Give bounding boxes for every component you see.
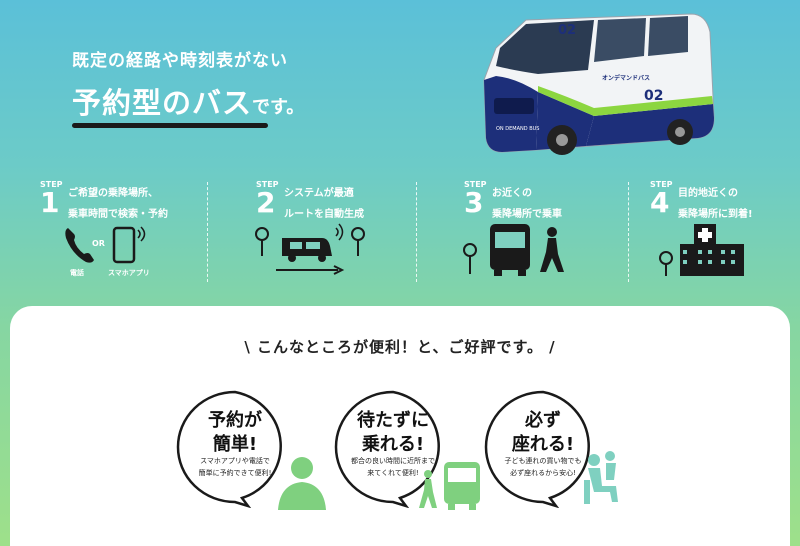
step-text-2: ルートを自動生成 <box>284 209 364 220</box>
speech-bubble <box>334 390 440 508</box>
feature-sub-1: スマホアプリや電話で <box>200 457 270 465</box>
hero-suffix: です。 <box>252 97 305 118</box>
step-divider <box>416 182 417 282</box>
step-divider <box>207 182 208 282</box>
bus-side-number: 02 <box>644 88 663 104</box>
phone-label: 電話 <box>70 269 84 277</box>
step-2: STEP 2 システムが最適 ルートを自動生成 <box>256 180 446 290</box>
speech-bubble <box>484 390 590 508</box>
features-panel: \ こんなところが便利！と、ご好評です。 / 予約が 簡単! スマホアプリや電話… <box>10 306 790 546</box>
feature-heading-2: 乗れる! <box>361 434 425 455</box>
step-number: 4 <box>650 186 670 219</box>
hero-underline <box>72 123 268 128</box>
step-3: STEP 3 お近くの 乗降場所で乗車 <box>464 180 654 290</box>
step-label: STEP <box>256 180 279 189</box>
feature-easy-reservation: 予約が 簡単! スマホアプリや電話で 簡単に予約できて便利! <box>176 390 294 508</box>
hero-headline: 予約型のバスです。 <box>72 80 304 122</box>
feature-sub-2: 簡単に予約できて便利! <box>198 469 272 477</box>
step-number: 3 <box>464 186 484 219</box>
seated-parent-child-icon <box>584 451 618 504</box>
feature-heading-2: 簡単! <box>212 434 258 455</box>
feature-heading-1: 予約が <box>208 410 262 431</box>
step-label: STEP <box>464 180 487 189</box>
step-text-1: ご希望の乗降場所、 <box>68 188 158 199</box>
on-demand-bus-image: 02 オンデマンドバス 02 ON DEMAND BUS <box>483 13 715 155</box>
or-label: OR <box>92 239 105 248</box>
step-number: 2 <box>256 186 276 219</box>
step-text-2: 乗降場所で乗車 <box>492 209 562 220</box>
feature-no-waiting: 待たずに 乗れる! 都合の良い時間に近所まで 来てくれて便利! <box>334 390 452 508</box>
bus-front-text: ON DEMAND BUS <box>496 126 539 132</box>
feature-sub-2: 必ず座れるから安心! <box>510 469 576 477</box>
feature-heading-2: 座れる! <box>511 434 575 455</box>
feature-sub-2: 来てくれて便利! <box>367 469 419 477</box>
step-number: 1 <box>40 186 60 219</box>
step-label: STEP <box>650 180 673 189</box>
feature-heading-1: 必ず <box>525 410 561 431</box>
tagline: \ こんなところが便利！と、ご好評です。 / <box>244 338 556 356</box>
speech-bubble <box>176 390 282 508</box>
hero-line1: 既定の経路や時刻表がない <box>72 51 288 71</box>
bus-side-label: オンデマンドバス <box>602 74 650 82</box>
step-text-1: システムが最適 <box>284 188 354 199</box>
step-text-1: 目的地近くの <box>678 188 738 199</box>
person-on-phone-icon <box>278 457 326 510</box>
walker-and-bus-icon <box>419 462 480 510</box>
step-text-2: 乗降場所に到着! <box>678 209 753 220</box>
boarding-icon <box>463 224 564 276</box>
feature-guaranteed-seat: 必ず 座れる! 子ども連れの買い物でも 必ず座れるから安心! <box>484 390 602 508</box>
bus-roof-number: 02 <box>558 23 576 38</box>
feature-sub-1: 都合の良い時間に近所まで <box>351 457 435 465</box>
app-label: スマホアプリ <box>108 269 150 277</box>
phone-or-app-icon: OR <box>65 226 146 264</box>
feature-sub-1: 子ども連れの買い物でも <box>504 457 582 465</box>
step-text-2: 乗車時間で検索・予約 <box>68 209 168 220</box>
step-divider <box>628 182 629 282</box>
step-1: STEP 1 ご希望の乗降場所、 乗車時間で検索・予約 <box>40 180 230 290</box>
feature-heading-1: 待たずに <box>357 410 429 431</box>
step-label: STEP <box>40 180 63 189</box>
route-generation-icon <box>255 223 365 275</box>
step-4: STEP 4 目的地近くの 乗降場所に到着! <box>650 180 800 290</box>
hero-highlight: 予約型のバス <box>72 86 253 120</box>
step-text-1: お近くの <box>492 188 532 199</box>
destination-icon <box>659 224 744 276</box>
